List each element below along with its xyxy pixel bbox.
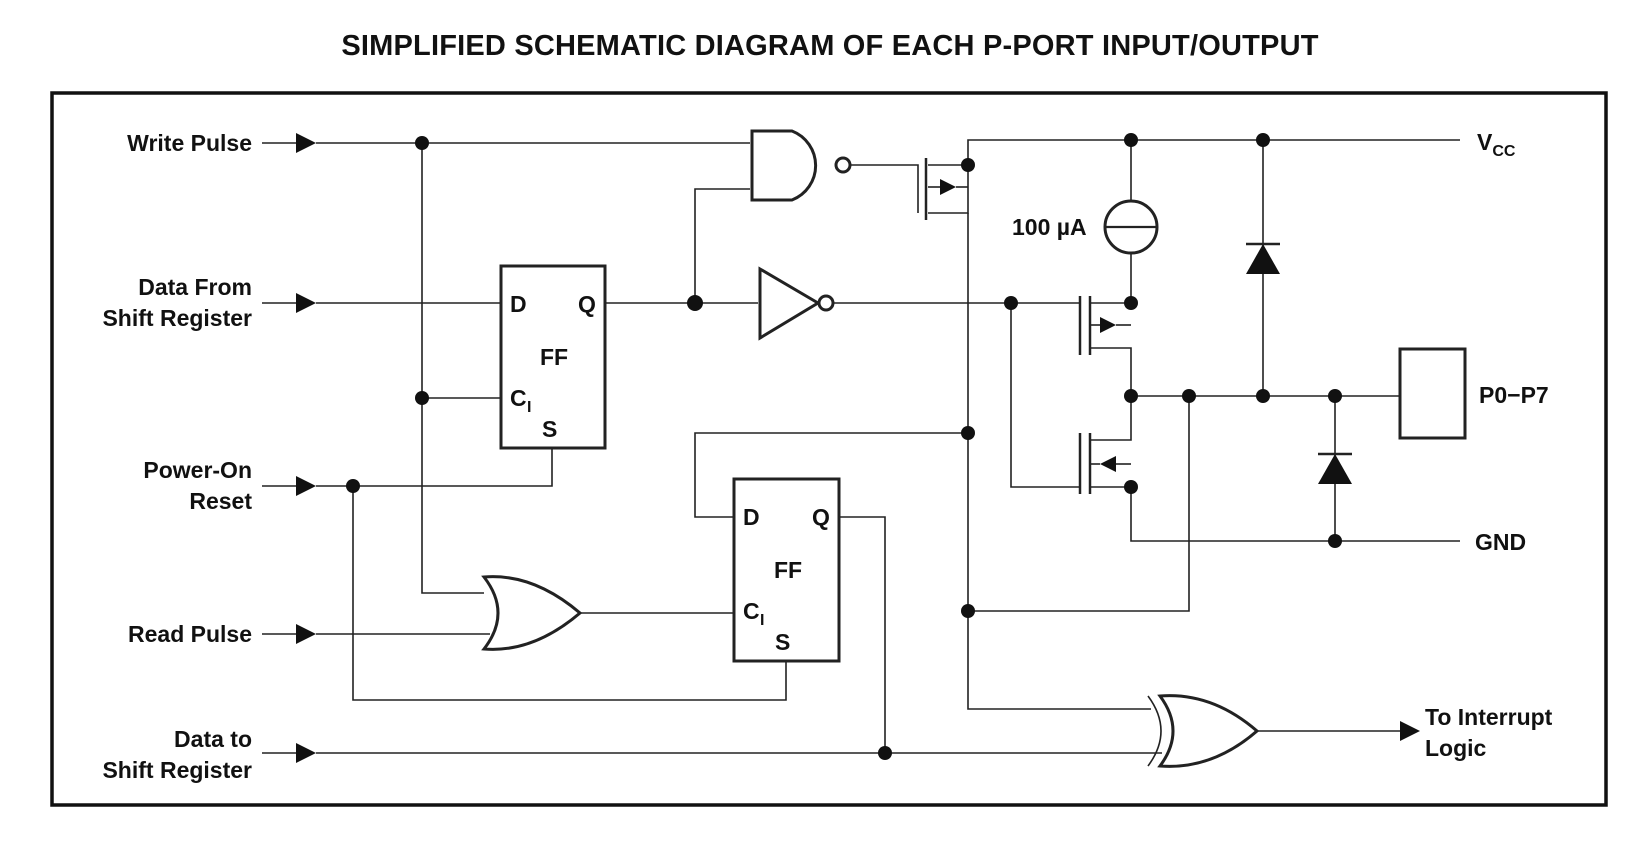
- vcc-label-v: V: [1477, 129, 1493, 155]
- ff2-q-label: Q: [812, 504, 830, 530]
- ff2-s-label: S: [775, 629, 790, 655]
- data-to-label-line2: Shift Register: [102, 757, 252, 783]
- data-to-label-line1: Data to: [174, 726, 252, 752]
- vcc-label-sub: CC: [1492, 143, 1516, 160]
- output-nmos-transistor: [1078, 433, 1131, 494]
- pmos-write-transistor: [924, 158, 968, 220]
- power-on-label-line2: Reset: [189, 488, 252, 514]
- ff2-c-label: C: [743, 598, 760, 624]
- power-on-arrow: [296, 476, 316, 496]
- data-to-arrow: [296, 743, 316, 763]
- data-from-label-line2: Shift Register: [102, 305, 252, 331]
- data-from-label-line1: Data From: [138, 274, 252, 300]
- input-arrows: [296, 133, 316, 763]
- data-from-arrow: [296, 293, 316, 313]
- port-label: P0−P7: [1479, 382, 1549, 408]
- or-gate: [481, 575, 583, 651]
- read-pulse-arrow: [296, 624, 316, 644]
- ff2-ff-label: FF: [774, 557, 802, 583]
- vcc-label: VCC: [1477, 129, 1516, 160]
- current-source-label: 100 µA: [1012, 214, 1087, 240]
- ff2-c-sub: I: [760, 612, 764, 629]
- flip-flop-upper: D Q FF C I S: [499, 264, 607, 450]
- write-pulse-arrow: [296, 133, 316, 153]
- diode-gnd: [1318, 452, 1352, 484]
- write-pulse-label: Write Pulse: [127, 130, 252, 156]
- current-source: [1103, 199, 1159, 255]
- schematic-border: [50, 91, 1608, 807]
- wires: [262, 139, 1460, 754]
- ff1-ff-label: FF: [540, 344, 568, 370]
- ff1-c-label: C: [510, 385, 527, 411]
- port-pad: [1398, 347, 1467, 440]
- nand-gate: [750, 129, 852, 202]
- interrupt-output-arrow: [1400, 721, 1420, 741]
- ff1-d-label: D: [510, 291, 527, 317]
- power-on-label-line1: Power-On: [143, 457, 252, 483]
- output-pmos-transistor: [1078, 296, 1131, 355]
- diode-vcc: [1246, 242, 1280, 274]
- ff2-d-label: D: [743, 504, 760, 530]
- gnd-label: GND: [1475, 529, 1526, 555]
- ff1-c-sub: I: [527, 399, 531, 416]
- xor-gate: [1147, 694, 1260, 768]
- diagram-title: SIMPLIFIED SCHEMATIC DIAGRAM OF EACH P-P…: [341, 30, 1319, 62]
- read-pulse-label: Read Pulse: [128, 621, 252, 647]
- junction-dots: [346, 133, 1342, 760]
- interrupt-label-line2: Logic: [1425, 735, 1487, 761]
- interrupt-label-line1: To Interrupt: [1425, 704, 1553, 730]
- ff1-q-label: Q: [578, 291, 596, 317]
- ff1-s-label: S: [542, 416, 557, 442]
- flip-flop-lower: D Q FF C I S: [732, 477, 841, 663]
- inverter-gate: [758, 266, 835, 341]
